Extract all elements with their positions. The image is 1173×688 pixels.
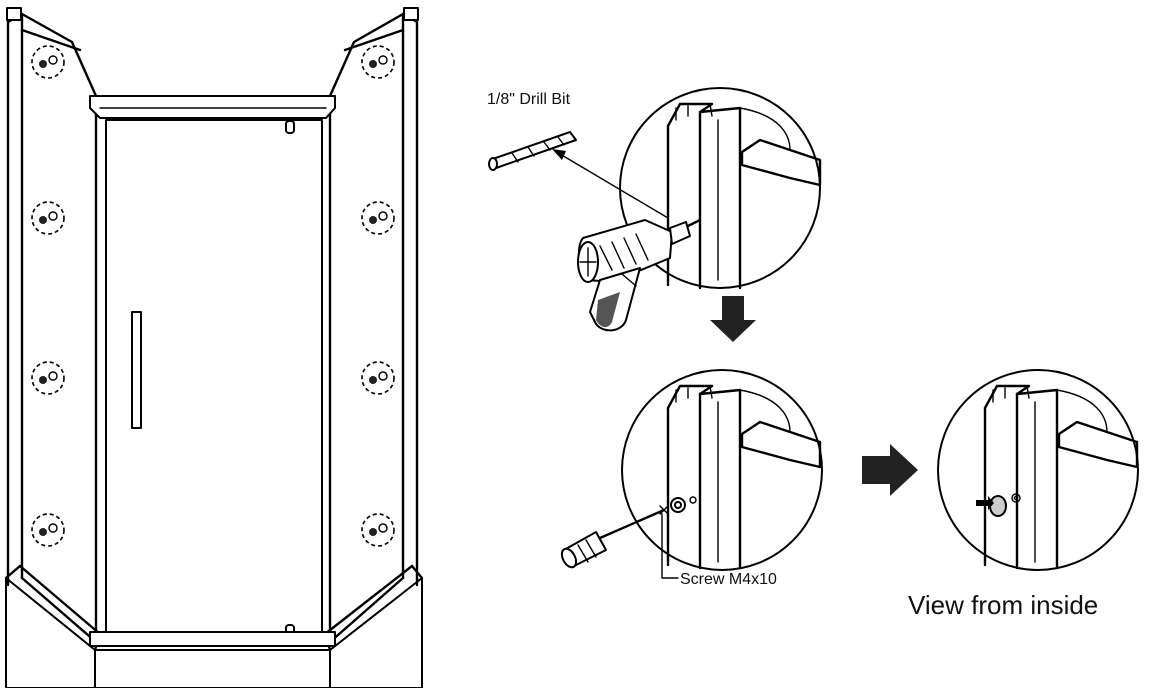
screw-location-markers (31, 45, 395, 547)
drill-to-bit-arrow-line (559, 153, 669, 219)
right-side-panel (328, 7, 419, 644)
screw-marker (31, 513, 65, 547)
screw-marker (361, 45, 395, 79)
shower-enclosure (4, 7, 424, 688)
drill-bit-label: 1/8" Drill Bit (487, 91, 571, 108)
screw-marker (31, 361, 65, 395)
screw-marker (361, 513, 395, 547)
shower-door (105, 119, 323, 641)
shower-base-tray (4, 564, 424, 688)
screw-label: Screw M4x10 (680, 571, 777, 588)
drill-bit-icon (488, 131, 577, 171)
view-inside-label: View from inside (908, 590, 1098, 620)
bottom-rail (89, 631, 336, 647)
screw-marker (31, 45, 65, 79)
power-drill-icon (577, 218, 702, 332)
right-arrow-icon (862, 444, 918, 496)
screw-marker (361, 361, 395, 395)
inside-view-step: View from inside (908, 369, 1139, 620)
magnifier-inside-detail (937, 369, 1139, 571)
screw-marker (361, 201, 395, 235)
drill-handle-grip (596, 292, 620, 328)
top-header-rail (89, 95, 336, 119)
magnifier-screw-detail (621, 369, 823, 571)
drill-to-bit-arrowhead (552, 149, 566, 160)
cap-pointer-arrow (976, 496, 994, 510)
top-pivot-hinge (285, 120, 295, 134)
screw-marker (31, 201, 65, 235)
screw-step: Screw M4x10 (560, 369, 918, 588)
screw-cap (989, 495, 1007, 517)
left-side-panel (6, 7, 98, 644)
drill-step: 1/8" Drill Bit (487, 87, 822, 342)
down-arrow-icon (710, 296, 756, 342)
screw-leader-line (661, 513, 679, 579)
screwdriver-icon (560, 505, 669, 569)
door-handle (131, 311, 142, 429)
